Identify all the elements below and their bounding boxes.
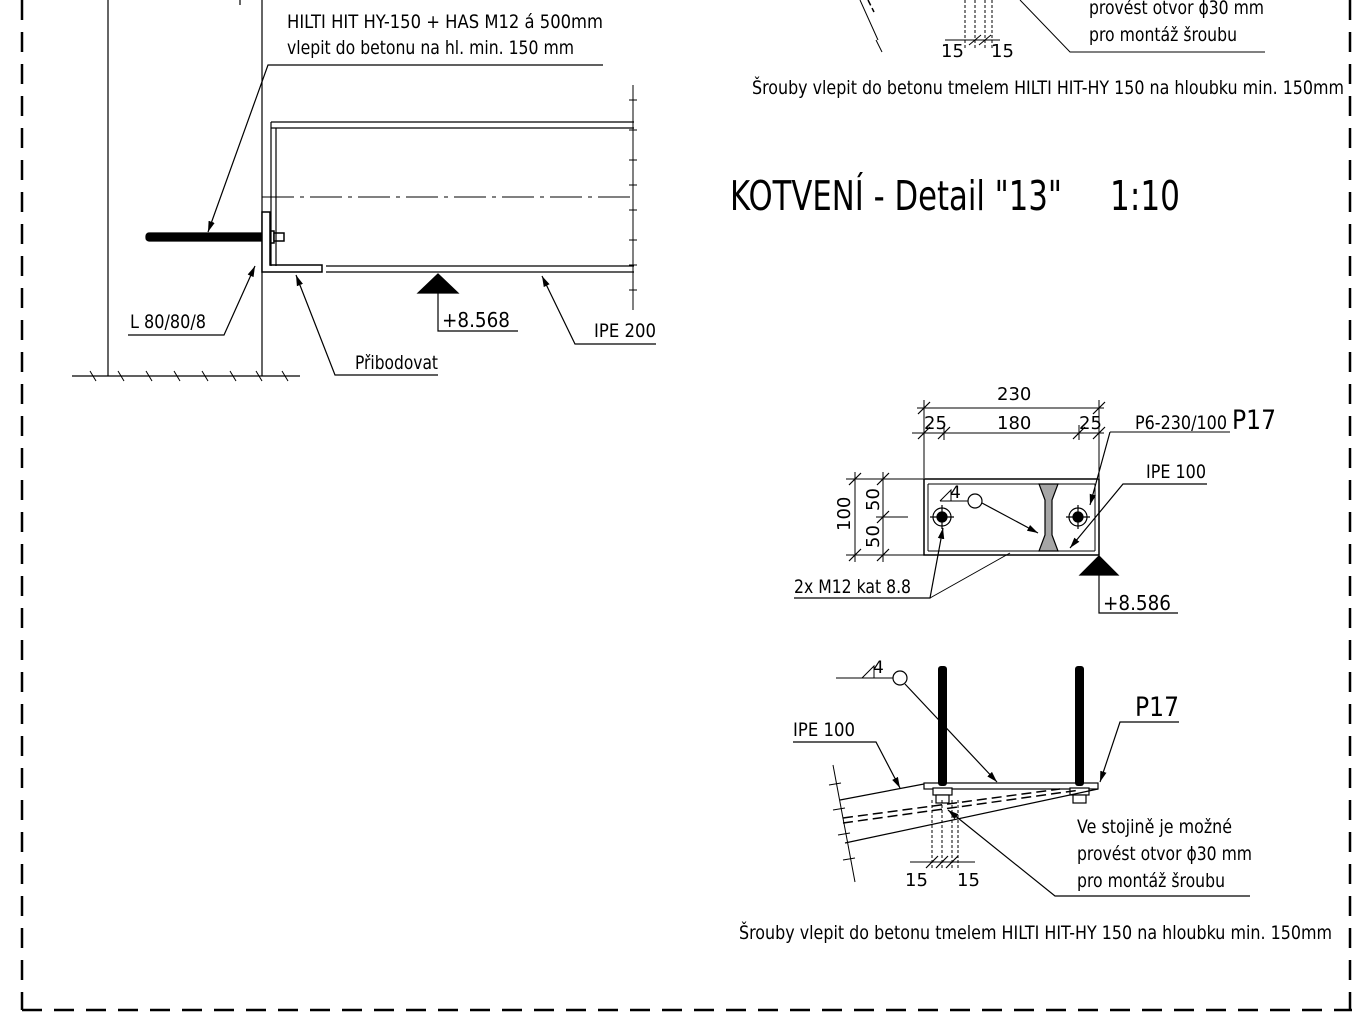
dim-right-25: 25 [1079,413,1102,434]
title-text: KOTVENÍ - Detail "13" [730,172,1062,220]
plan-view [794,400,1230,614]
section-note-line2: provést otvor ϕ30 mm [1077,843,1252,865]
level-label-left: +8.568 [442,308,510,332]
section-dim-left: 15 [905,870,928,891]
dim-left-25: 25 [924,413,947,434]
angle-label: L 80/80/8 [130,311,206,333]
level-label-plan: +8.586 [1103,591,1171,615]
dim-height-100: 100 [834,497,855,531]
section-dim-right: 15 [957,870,980,891]
weld-size-section: 4 [873,658,884,678]
plan-view-labels: 230 25 180 25 P6-230/100 P17 IPE 100 100… [794,384,1276,615]
section-beam-label: IPE 100 [793,719,855,741]
plate-label: P6-230/100 [1135,412,1227,434]
left-detail [72,0,656,382]
weld-label: Přibodovat [355,352,438,374]
section-note-line3: pro montáž šroubu [1077,870,1225,892]
top-dim-left: 15 [941,41,964,62]
weld-size-plan: 4 [950,483,961,503]
title-scale: 1:10 [1110,172,1180,220]
top-note-line1: provést otvor ϕ30 mm [1089,0,1264,19]
section-view-labels: 4 IPE 100 P17 Ve stojině je možné provés… [739,658,1332,944]
detail-title: KOTVENÍ - Detail "13" 1:10 [730,172,1180,220]
dim-mid-180: 180 [997,413,1031,434]
dim-lower-50: 50 [863,525,884,548]
top-dim-right: 15 [991,41,1014,62]
anchor-note-line1: HILTI HIT HY-150 + HAS M12 á 500mm [287,11,603,33]
section-note-line1: Ve stojině je možné [1077,816,1232,838]
left-detail-labels: HILTI HIT HY-150 + HAS M12 á 500mm vlepi… [130,11,656,374]
beam-label-ipe100: IPE 100 [1146,461,1206,483]
beam-label-ipe200: IPE 200 [594,320,656,342]
dim-total-230: 230 [997,384,1031,405]
plate-mark-p17: P17 [1232,405,1276,436]
sheet-border [20,0,1352,1012]
anchor-note-line2: vlepit do betonu na hl. min. 150 mm [287,37,574,59]
bolt-label: 2x M12 kat 8.8 [794,576,911,598]
top-bolts-note: Šrouby vlepit do betonu tmelem HILTI HIT… [752,75,1344,99]
top-note-line2: pro montáž šroubu [1089,24,1237,46]
top-right-fragment [859,0,1265,53]
dim-upper-50: 50 [863,488,884,511]
section-view [793,664,1250,897]
section-plate-mark: P17 [1135,692,1179,723]
top-right-labels: provést otvor ϕ30 mm pro montáž šroubu 1… [752,0,1344,99]
section-bolts-note: Šrouby vlepit do betonu tmelem HILTI HIT… [739,920,1332,944]
